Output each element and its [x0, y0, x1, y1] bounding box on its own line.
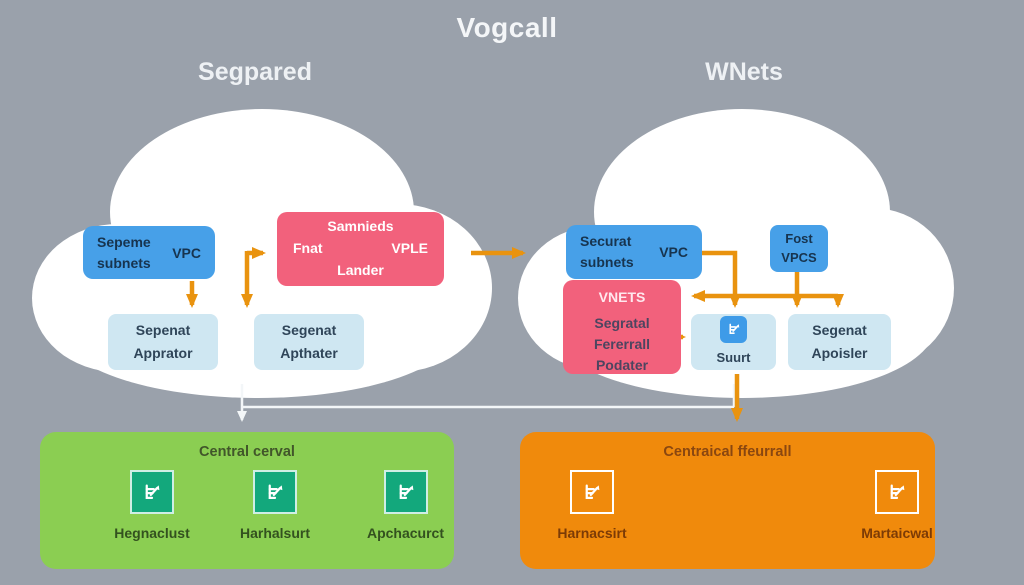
subnet2-line1: Segenat [281, 321, 337, 338]
green-item-label: Apchacurct [366, 525, 445, 541]
right-vpc-line1: Securat [580, 233, 632, 249]
document-export-icon [720, 315, 747, 343]
vnets-box: VNETS Segratal Fererrall Podater [563, 280, 681, 374]
right-section-label: WNets [705, 58, 783, 86]
green-item-label: Harhalsurt [239, 525, 311, 541]
right-vpc-line2: subnets [580, 254, 634, 270]
document-export-icon [570, 470, 614, 514]
arrow-vpc-to-suurt [702, 250, 741, 308]
subnet2-line2: Apthater [280, 345, 338, 361]
left-subnet-box-1: Sepenat Apprator [108, 314, 218, 370]
right-subnet-line1: Segenat [812, 321, 867, 338]
left-vpc-line2: subnets [97, 254, 151, 271]
fost-line2: VPCS [781, 249, 817, 265]
suurt-box: Suurt [691, 314, 776, 370]
central-green-panel: Central cerval Hegnaclust Harhalsurt Apc… [40, 432, 454, 569]
green-panel-item: Apchacurct [358, 470, 453, 541]
fost-vpcs-box: Fost VPCS [770, 225, 828, 272]
nat-left-label: Fnat [293, 240, 323, 257]
right-subnet-line2: Apoisler [811, 345, 868, 361]
left-vpc-box: Sepeme subnets VPC [83, 226, 215, 279]
central-orange-panel: Centraical ffeurrall Harnacsirt Martaicw… [520, 432, 935, 569]
nat-bottom-label: Lander [337, 261, 384, 278]
orange-item-label: Harnacsirt [557, 525, 627, 541]
fost-line1: Fost [785, 230, 813, 246]
orange-panel-title: Centraical ffeurrall [663, 444, 792, 460]
orange-panel-item: Harnacsirt [537, 470, 647, 541]
subnet1-line2: Apprator [133, 345, 193, 361]
left-section-label: Segpared [198, 58, 312, 86]
document-export-icon [383, 470, 428, 514]
right-vpc-box: Securat subnets VPC [566, 225, 702, 279]
nat-title: Samnieds [327, 218, 394, 235]
subnet1-line1: Sepenat [135, 321, 191, 338]
suurt-label: Suurt [716, 349, 751, 365]
left-vpc-tag: VPC [172, 244, 201, 261]
white-connectors [237, 384, 736, 422]
nat-right-label: VPLE [391, 240, 428, 257]
vnets-title: VNETS [598, 289, 646, 305]
vnets-line2: Fererrall [593, 336, 651, 352]
document-export-icon [130, 470, 174, 514]
right-subnet-box: Segenat Apoisler [788, 314, 891, 370]
orange-panel-item: Martaicwal [842, 470, 952, 541]
document-export-icon [253, 470, 297, 514]
green-panel-item: Harhalsurt [230, 470, 320, 541]
document-export-icon [875, 470, 919, 514]
green-panel-title: Central cerval [199, 444, 295, 460]
vnets-line3: Podater [595, 357, 649, 373]
right-vpc-tag: VPC [659, 244, 688, 260]
orange-item-label: Martaicwal [861, 525, 933, 541]
left-vpc-line1: Sepeme [97, 233, 151, 250]
left-nat-box: Samnieds Fnat VPLE Lander [277, 212, 444, 286]
diagram-title: Vogcall [456, 12, 558, 43]
left-subnet-box-2: Segenat Apthater [254, 314, 364, 370]
vnets-line1: Segratal [594, 315, 650, 331]
green-panel-item: Hegnaclust [107, 470, 197, 541]
green-item-label: Hegnaclust [114, 525, 190, 541]
